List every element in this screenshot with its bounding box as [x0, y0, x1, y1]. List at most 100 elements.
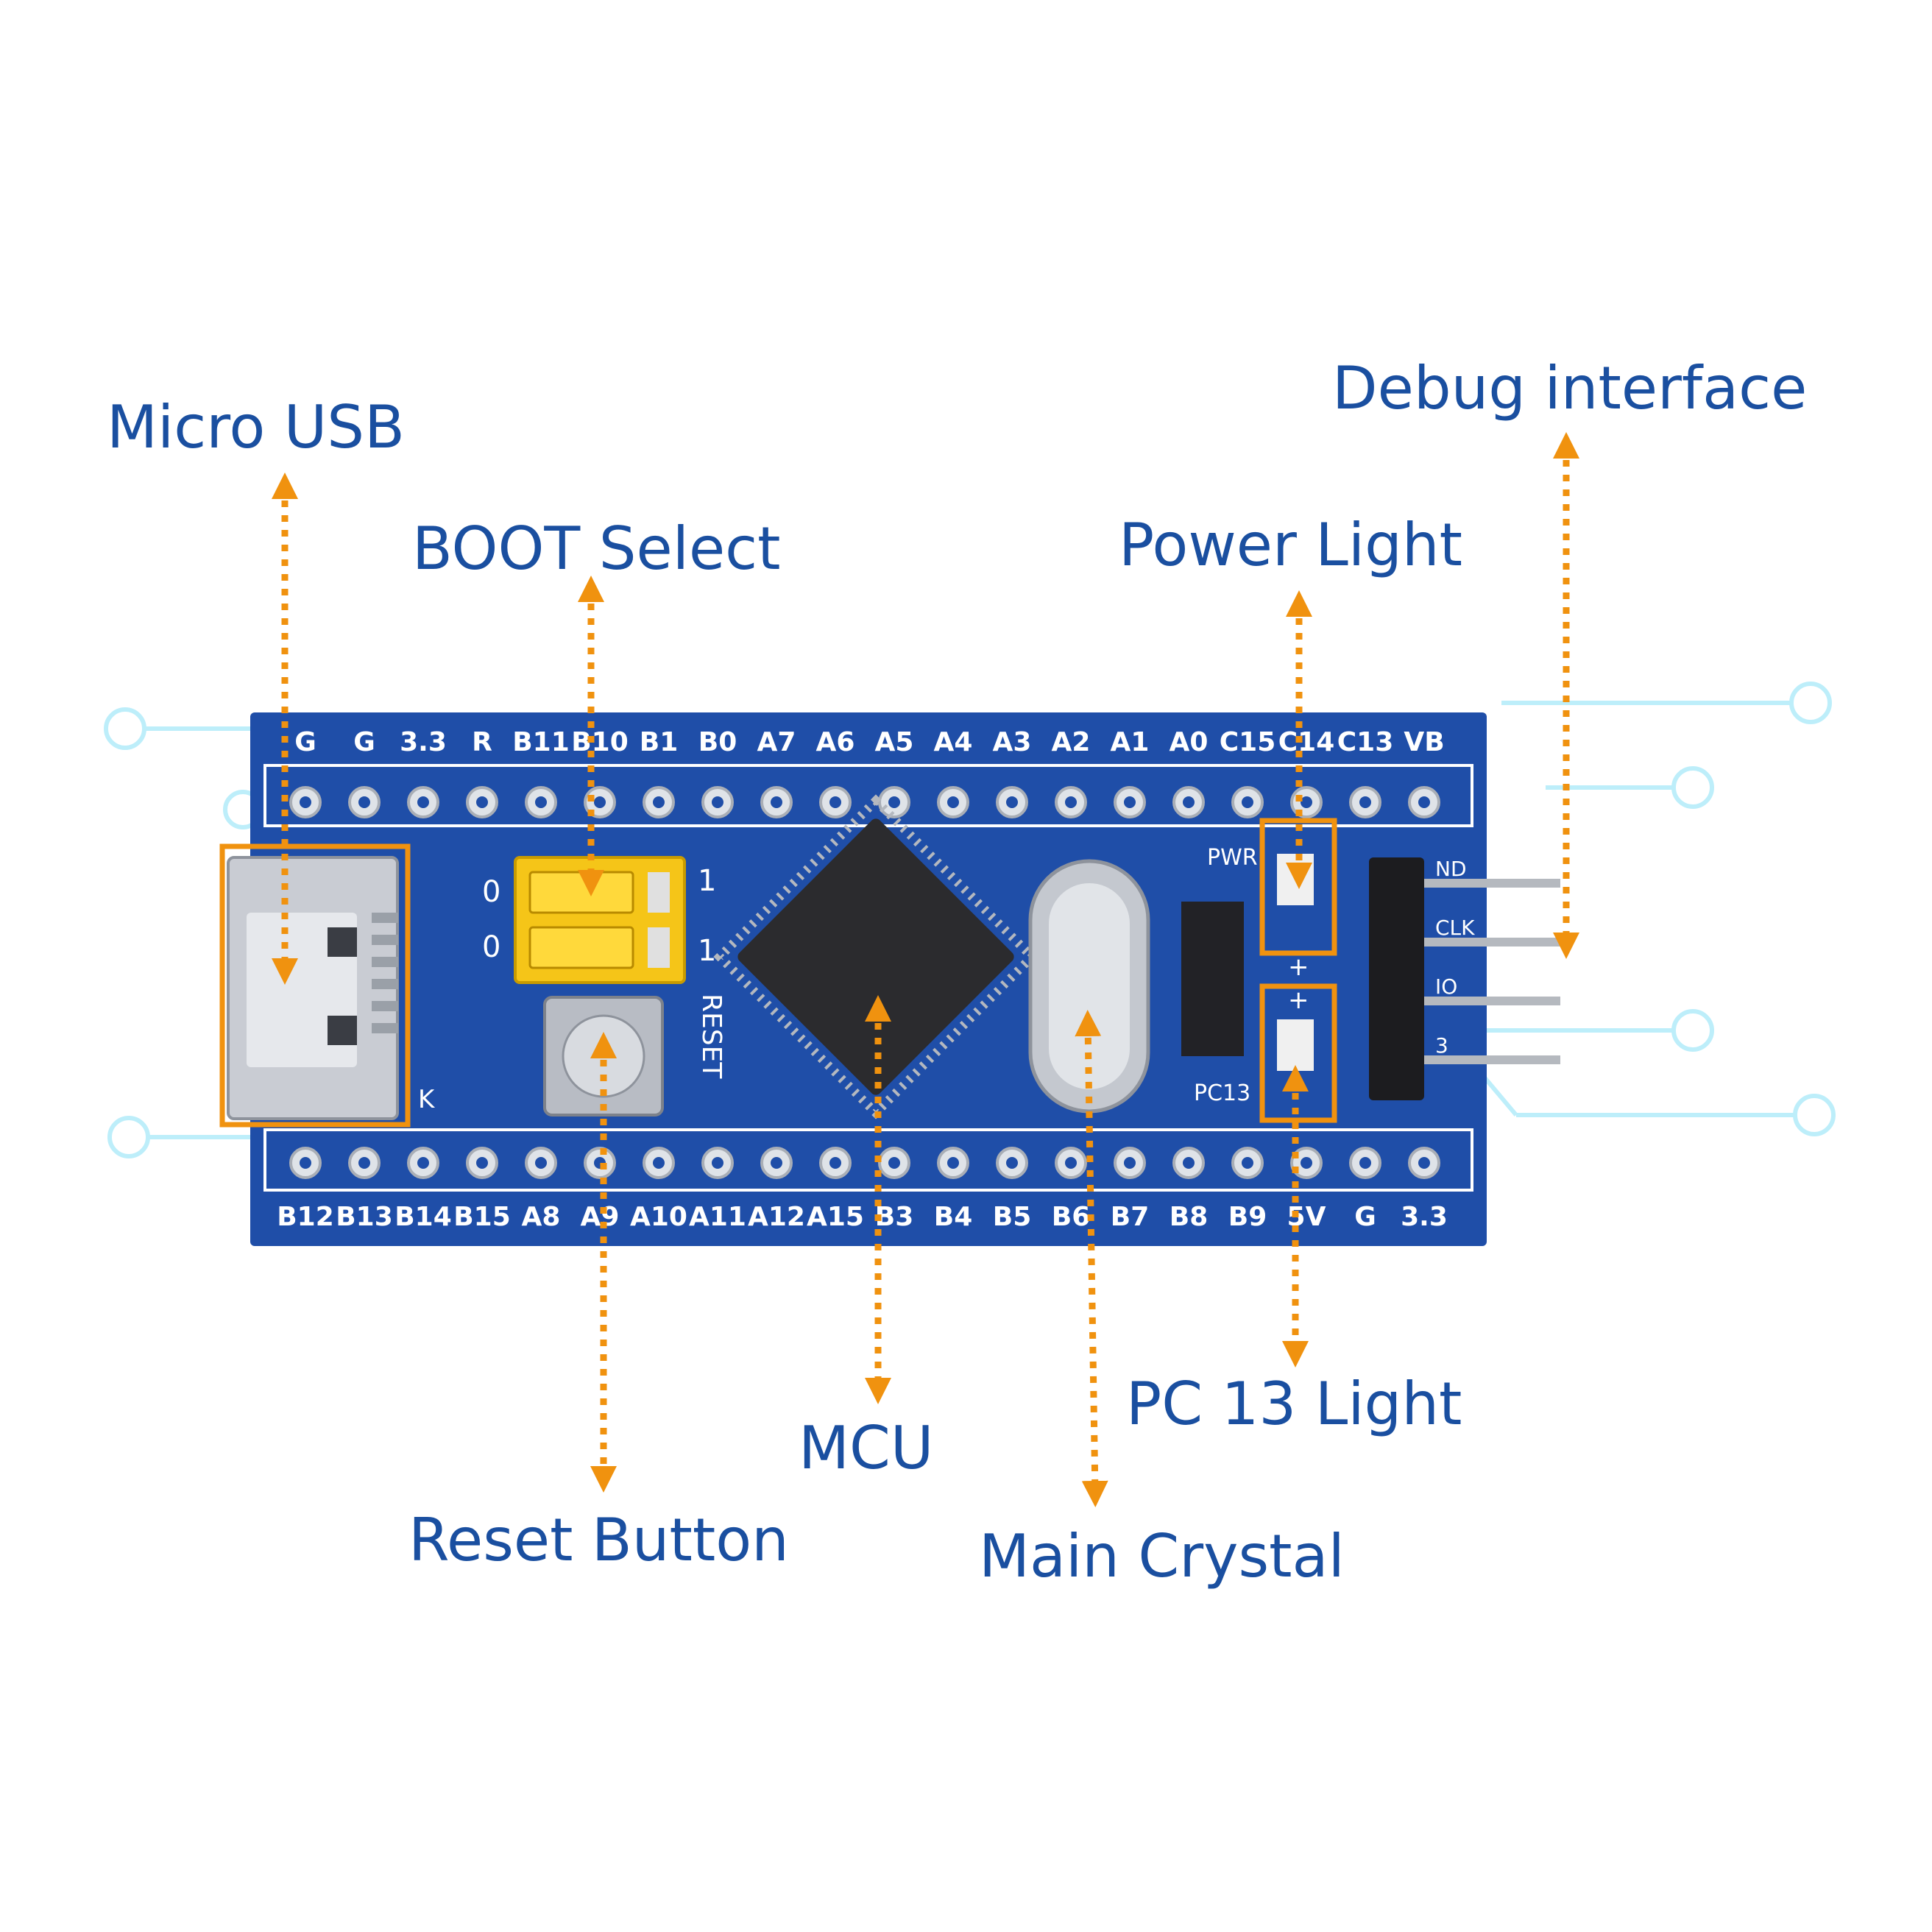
bottom-pin-label: 3.3: [1401, 1202, 1448, 1232]
top-pin-hole-center: [1359, 796, 1371, 808]
debug-silk-1: ND: [1435, 857, 1467, 881]
top-pin-label: C15: [1220, 727, 1276, 757]
bottom-pin-hole-center: [1301, 1157, 1312, 1169]
top-pin-label: C13: [1337, 727, 1394, 757]
boot0-left-label: 0: [482, 875, 500, 909]
top-pin-label: A7: [757, 727, 796, 757]
bottom-pin-hole-center: [1006, 1157, 1018, 1169]
bottom-pin-hole-center: [1359, 1157, 1371, 1169]
bottom-pin-holes: [289, 1147, 1440, 1179]
power-light-label: Power Light: [1119, 511, 1462, 579]
reset-button-label: Reset Button: [408, 1506, 789, 1574]
bottom-pin-label: B12: [277, 1202, 334, 1232]
bottom-pin-hole-center: [947, 1157, 959, 1169]
top-pin-label: A1: [1111, 727, 1150, 757]
top-pin-label: A3: [993, 727, 1032, 757]
top-pin-hole-center: [300, 796, 311, 808]
pwr-silk: PWR: [1207, 845, 1258, 871]
callout-labels: Micro USB BOOT Select Power Light Debug …: [107, 354, 1807, 1590]
bottom-pin-hole-center: [829, 1157, 841, 1169]
top-pin-label: A6: [816, 727, 855, 757]
top-pin-hole-center: [1183, 796, 1195, 808]
top-pin-label: A5: [875, 727, 914, 757]
main-crystal-label: Main Crystal: [979, 1522, 1345, 1590]
top-pin-label: G: [353, 727, 375, 757]
boot-select-label: BOOT Select: [412, 514, 781, 583]
bottom-pin-label: B4: [934, 1202, 973, 1232]
debug-silk-3: IO: [1435, 974, 1457, 999]
bottom-pin-label: B5: [993, 1202, 1032, 1232]
top-pin-label: A2: [1052, 727, 1091, 757]
bottom-pin-label: A10: [630, 1202, 687, 1232]
bottom-pin-label: A8: [522, 1202, 561, 1232]
bottom-pin-hole-center: [888, 1157, 900, 1169]
top-pin-hole-center: [1006, 796, 1018, 808]
bottom-pin-label: B6: [1052, 1202, 1091, 1232]
top-pin-hole-center: [712, 796, 723, 808]
micro-usb-label: Micro USB: [107, 393, 405, 461]
main-crystal-arrow: [1075, 1010, 1108, 1507]
bottom-pin-label: A9: [581, 1202, 620, 1232]
bottom-pin-hole-center: [1183, 1157, 1195, 1169]
bottom-pin-label: B7: [1111, 1202, 1150, 1232]
bottom-pin-hole-center: [1242, 1157, 1253, 1169]
reset-silk: RESET: [696, 994, 726, 1079]
top-pin-hole-center: [1242, 796, 1253, 808]
mcu-label: MCU: [799, 1414, 933, 1482]
top-pin-hole-center: [1124, 796, 1136, 808]
bottom-pin-label: B15: [453, 1202, 511, 1232]
top-pin-hole-center: [1418, 796, 1430, 808]
top-pin-hole-center: [888, 796, 900, 808]
top-pin-hole-center: [358, 796, 370, 808]
pc13-led: PC13 +: [1194, 986, 1314, 1106]
debug-silk-4: 3: [1435, 1033, 1448, 1058]
bottom-pin-hole-center: [1124, 1157, 1136, 1169]
bottom-pin-hole-center: [712, 1157, 723, 1169]
bottom-pin-label: A12: [748, 1202, 805, 1232]
bottom-pin-label: B13: [336, 1202, 393, 1232]
debug-silk-2: CLK: [1435, 916, 1475, 940]
top-pin-label: B1: [640, 727, 679, 757]
voltage-regulator: [1181, 902, 1244, 1056]
bottom-pin-hole-center: [300, 1157, 311, 1169]
top-pin-label: VB: [1404, 727, 1444, 757]
boot1-left-label: 0: [482, 930, 500, 964]
bottom-pin-hole-center: [358, 1157, 370, 1169]
boot1-right-label: 1: [698, 934, 716, 968]
bottom-pin-hole-center: [771, 1157, 782, 1169]
bottom-pin-label: A11: [689, 1202, 746, 1232]
top-pin-label: A4: [934, 727, 973, 757]
pc13-silk: PC13: [1194, 1080, 1250, 1106]
pc13-light-label: PC 13 Light: [1126, 1370, 1462, 1438]
top-pin-label: 3.3: [400, 727, 447, 757]
usb-corner-silk: K: [418, 1085, 436, 1114]
debug-interface-label: Debug interface: [1332, 354, 1807, 422]
bottom-pin-label: B14: [394, 1202, 452, 1232]
top-pin-hole-center: [417, 796, 429, 808]
top-pin-label: C14: [1278, 727, 1335, 757]
bottom-pin-label: B8: [1170, 1202, 1209, 1232]
bottom-pin-label: B9: [1228, 1202, 1267, 1232]
top-pin-label: B11: [512, 727, 570, 757]
top-pin-label: G: [294, 727, 316, 757]
top-pin-label: B0: [698, 727, 737, 757]
top-pin-hole-center: [653, 796, 665, 808]
main-crystal: [1028, 859, 1150, 1114]
mcu-chip: [713, 794, 1038, 1119]
micro-usb-highlight: [219, 843, 411, 1128]
bottom-pin-label: A15: [807, 1202, 864, 1232]
top-pin-hole-center: [1065, 796, 1077, 808]
boot-jumpers: 0 1 0 1: [482, 856, 716, 984]
debug-header: ND CLK IO 3: [1369, 857, 1560, 1100]
top-pin-hole-center: [594, 796, 606, 808]
top-pin-hole-center: [947, 796, 959, 808]
top-pin-hole-center: [771, 796, 782, 808]
top-pin-label: A0: [1170, 727, 1209, 757]
bottom-pin-hole-center: [1418, 1157, 1430, 1169]
bottom-pin-hole-center: [535, 1157, 547, 1169]
top-pin-label: R: [472, 727, 492, 757]
bottom-pin-label: G: [1354, 1202, 1376, 1232]
callout-arrows: [272, 432, 1579, 1507]
